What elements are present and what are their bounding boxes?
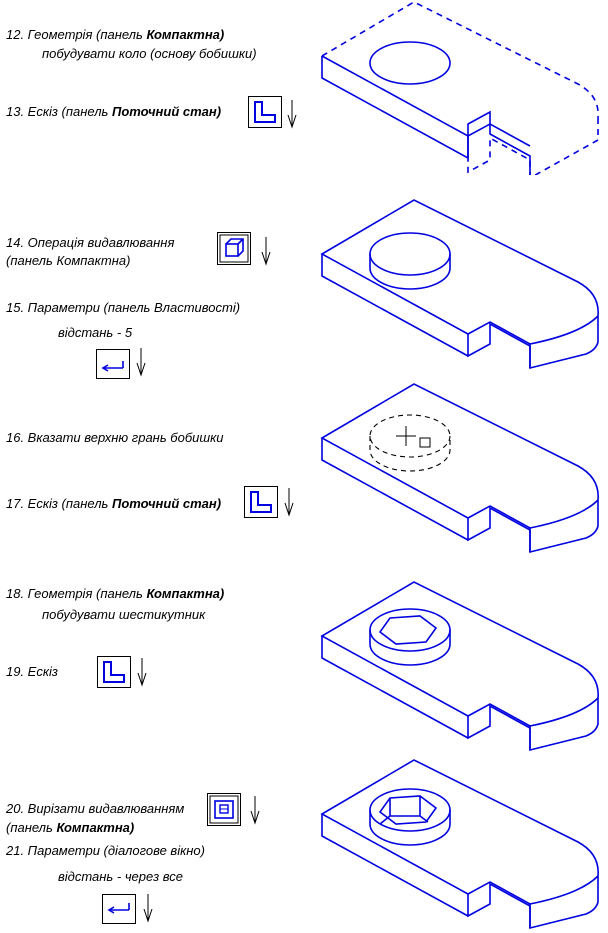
step-18-detail: побудувати шестикутник	[42, 607, 206, 622]
sketch-icon[interactable]	[244, 486, 278, 518]
step-14-detail: (панель Компактна)	[6, 253, 131, 268]
extrude-icon[interactable]	[217, 232, 251, 265]
step-12-detail: побудувати коло (основу бобишки)	[42, 46, 257, 61]
dropdown-arrow-icon[interactable]	[250, 795, 260, 825]
direction-icon[interactable]	[96, 349, 130, 379]
step-20-detail: (панель Компактна)	[6, 820, 135, 835]
dropdown-arrow-icon[interactable]	[143, 893, 153, 923]
part-model-figure	[318, 580, 608, 755]
step-13: 13. Ескіз (панель Поточний стан)	[6, 104, 222, 119]
step-21-value: відстань - через все	[58, 869, 183, 884]
sketch-icon[interactable]	[248, 96, 282, 128]
dropdown-arrow-icon[interactable]	[284, 487, 294, 517]
step-16: 16. Вказати верхню грань бобишки	[6, 430, 224, 445]
dropdown-arrow-icon[interactable]	[287, 99, 297, 129]
step-12: 12. Геометрія (панель Компактна)	[6, 27, 225, 42]
part-model-figure	[318, 0, 608, 175]
step-17: 17. Ескіз (панель Поточний стан)	[6, 496, 222, 511]
dropdown-arrow-icon[interactable]	[261, 236, 271, 266]
step-19: 19. Ескіз	[6, 664, 58, 679]
part-model-figure	[318, 758, 608, 933]
cut-extrude-icon[interactable]	[207, 793, 241, 826]
step-20: 20. Вирізати видавлюванням	[6, 801, 185, 816]
step-15-value: відстань - 5	[58, 325, 133, 340]
part-model-figure	[318, 198, 608, 373]
part-model-figure	[318, 382, 608, 557]
direction-icon[interactable]	[102, 894, 136, 924]
dropdown-arrow-icon[interactable]	[137, 657, 147, 687]
step-15: 15. Параметри (панель Властивості)	[6, 300, 241, 315]
step-21: 21. Параметри (діалогове вікно)	[6, 843, 205, 858]
step-14: 14. Операція видавлювання	[6, 235, 175, 250]
dropdown-arrow-icon[interactable]	[136, 347, 146, 377]
step-18: 18. Геометрія (панель Компактна)	[6, 586, 225, 601]
sketch-icon[interactable]	[97, 656, 131, 688]
